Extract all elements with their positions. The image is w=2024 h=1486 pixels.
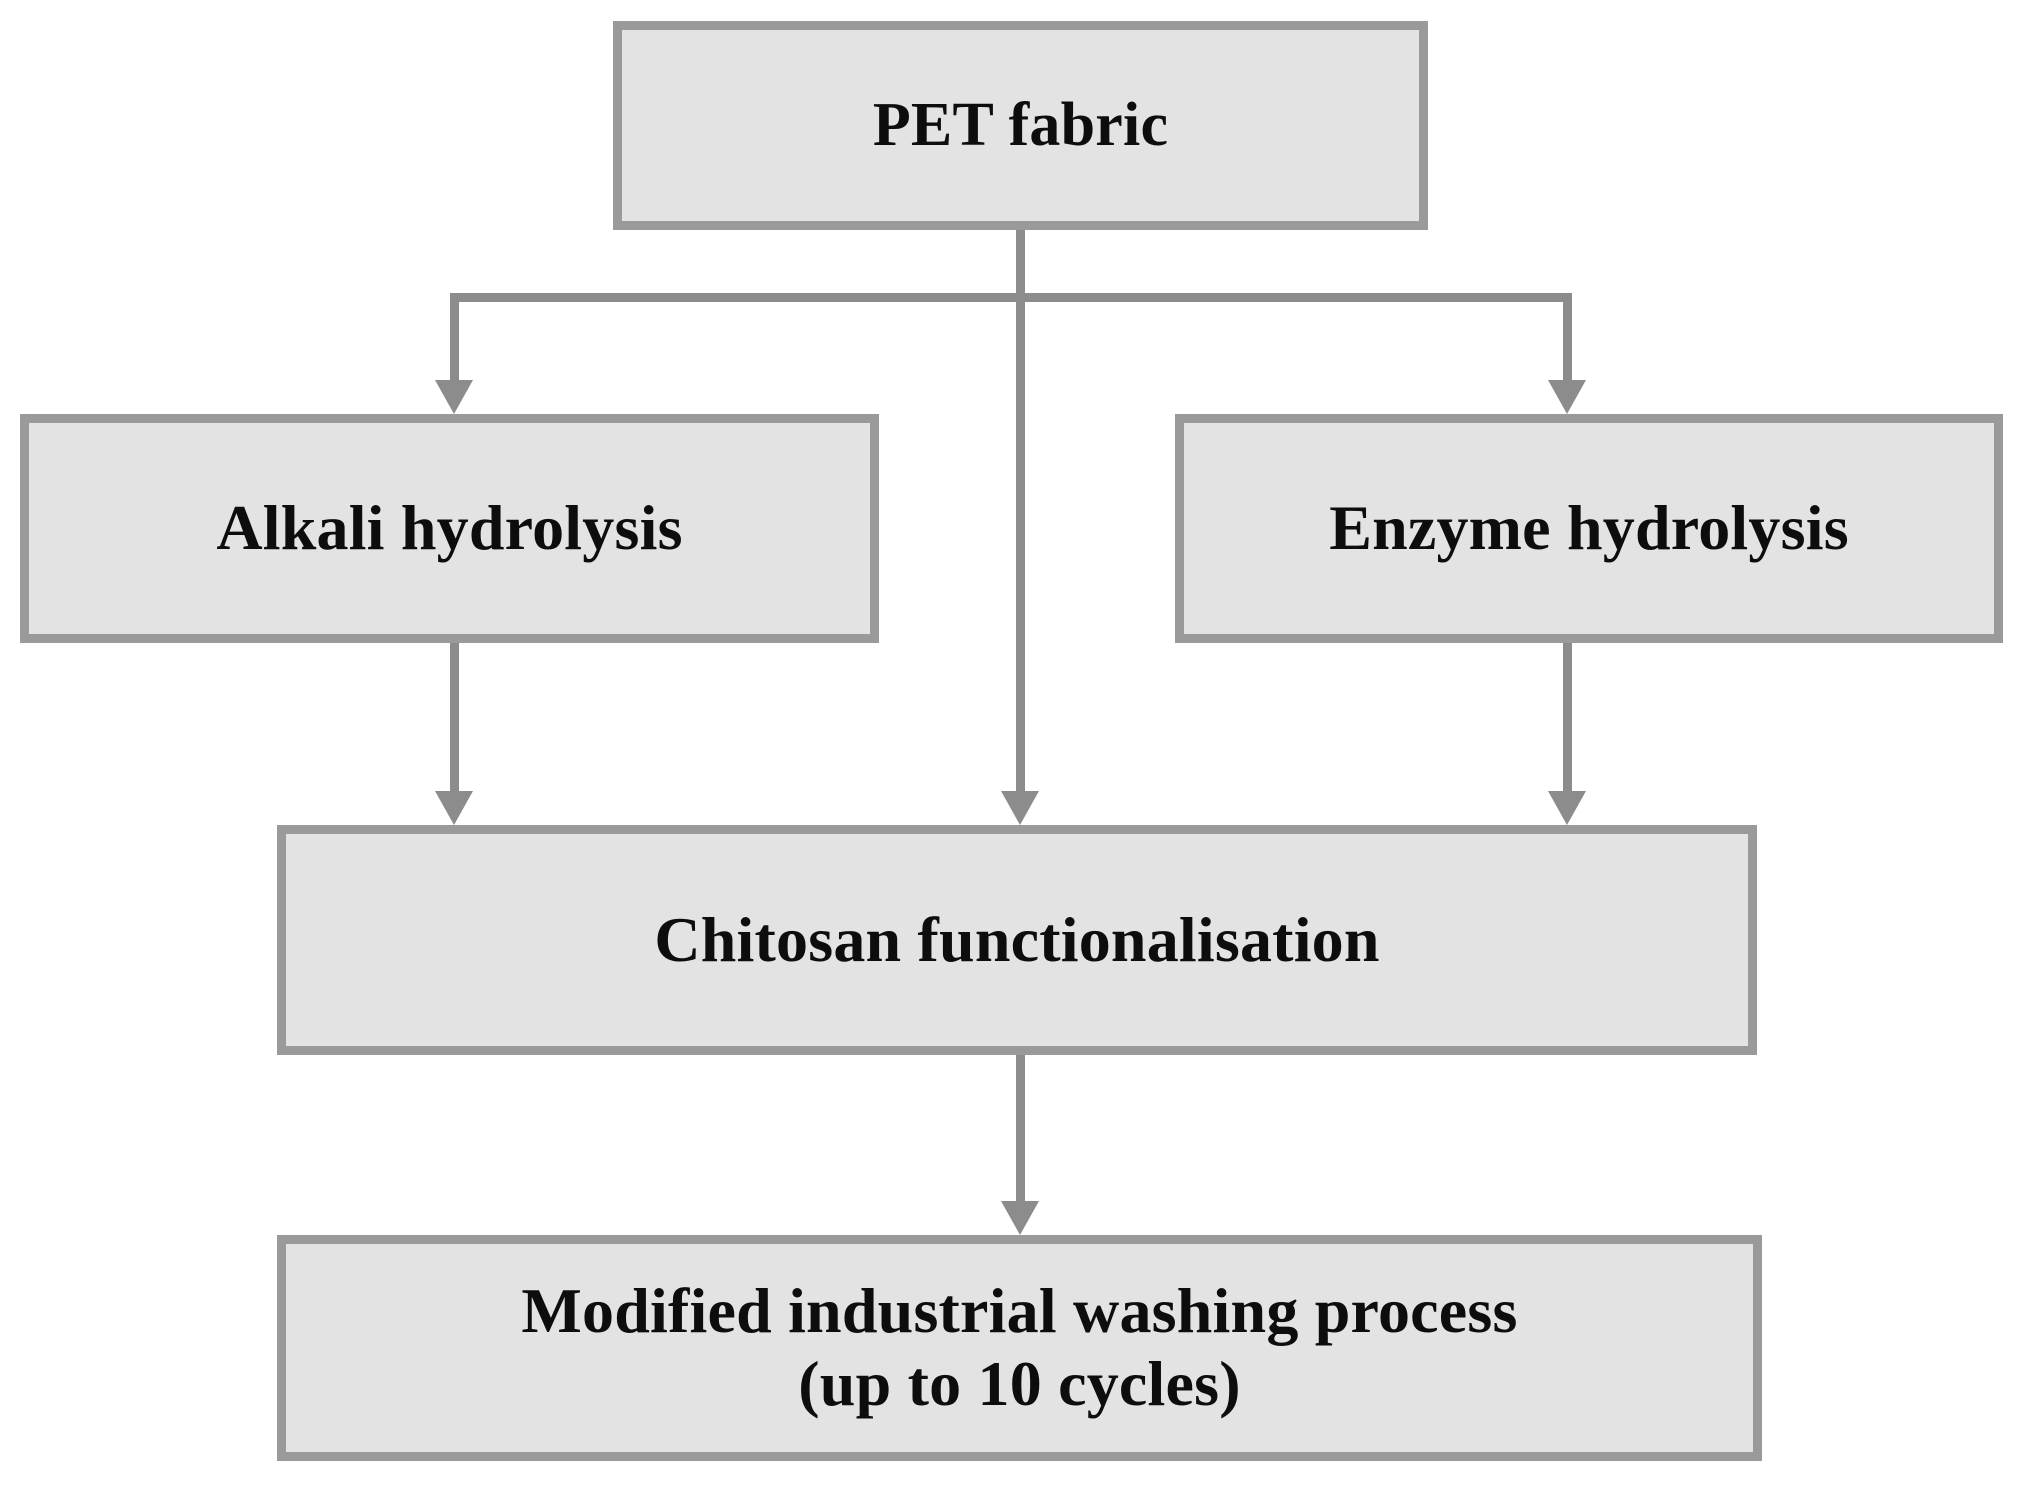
node-enzyme-hydrolysis-label: Enzyme hydrolysis — [1329, 492, 1849, 564]
arrowhead-chitosan-to-washing-icon — [1001, 1201, 1039, 1235]
node-enzyme-hydrolysis[interactable]: Enzyme hydrolysis — [1175, 414, 2003, 643]
node-pet-fabric[interactable]: PET fabric — [613, 21, 1428, 230]
node-alkali-hydrolysis[interactable]: Alkali hydrolysis — [20, 414, 879, 643]
connector-pet-to-split-bar — [1016, 230, 1025, 297]
node-pet-fabric-label: PET fabric — [872, 91, 1169, 160]
node-alkali-hydrolysis-label: Alkali hydrolysis — [216, 492, 683, 564]
node-chitosan-functionalisation-label: Chitosan functionalisation — [654, 903, 1380, 975]
node-modified-industrial-washing-process-label: Modified industrial washing process (up … — [521, 1275, 1518, 1419]
node-modified-industrial-washing-process[interactable]: Modified industrial washing process (up … — [277, 1235, 1762, 1461]
arrowhead-center-to-chitosan-icon — [1001, 791, 1039, 825]
arrowhead-alkali-to-chitosan-icon — [435, 791, 473, 825]
arrowhead-to-enzyme-icon — [1548, 380, 1586, 414]
connector-pet-to-enzyme — [1563, 293, 1572, 381]
arrowhead-enzyme-to-chitosan-icon — [1548, 791, 1586, 825]
connector-alkali-to-chitosan — [450, 643, 459, 795]
connector-split-bar — [450, 293, 1572, 302]
connector-enzyme-to-chitosan — [1563, 643, 1572, 795]
arrowhead-to-alkali-icon — [435, 380, 473, 414]
connector-chitosan-to-washing — [1016, 1055, 1025, 1205]
connector-pet-to-chitosan — [1016, 293, 1025, 792]
connector-pet-to-alkali — [450, 293, 459, 381]
node-chitosan-functionalisation[interactable]: Chitosan functionalisation — [277, 825, 1757, 1055]
